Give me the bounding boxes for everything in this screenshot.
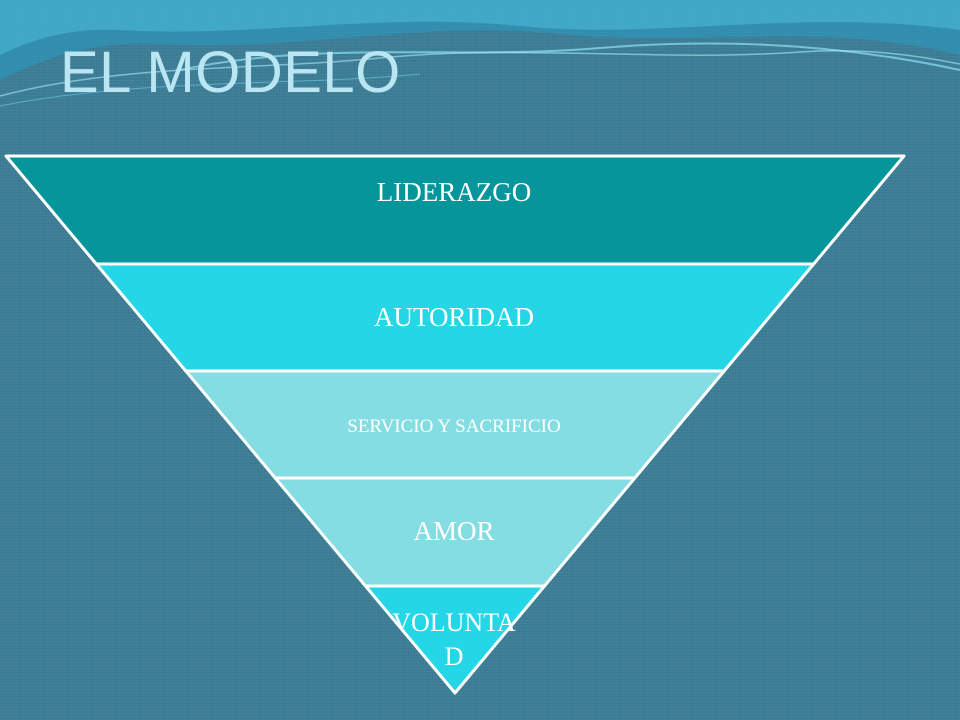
decorative-wave-banner [0,0,960,107]
pyramid-level-1-band [4,154,906,266]
pyramid-level-2-label: AUTORIDAD [374,302,534,332]
pyramid-level-3-label: SERVICIO Y SACRIFICIO [347,416,560,437]
pyramid-level-5-label-line-1: VOLUNTA [392,608,516,637]
pyramid-level-5-band [364,584,546,695]
slide-title: EL MODELO [60,40,401,105]
pyramid-level-5-label-line-2: D [445,642,464,671]
pyramid-level-1-label: LIDERAZGO [377,177,531,207]
pyramid-level-4-label: AMOR [413,516,494,546]
